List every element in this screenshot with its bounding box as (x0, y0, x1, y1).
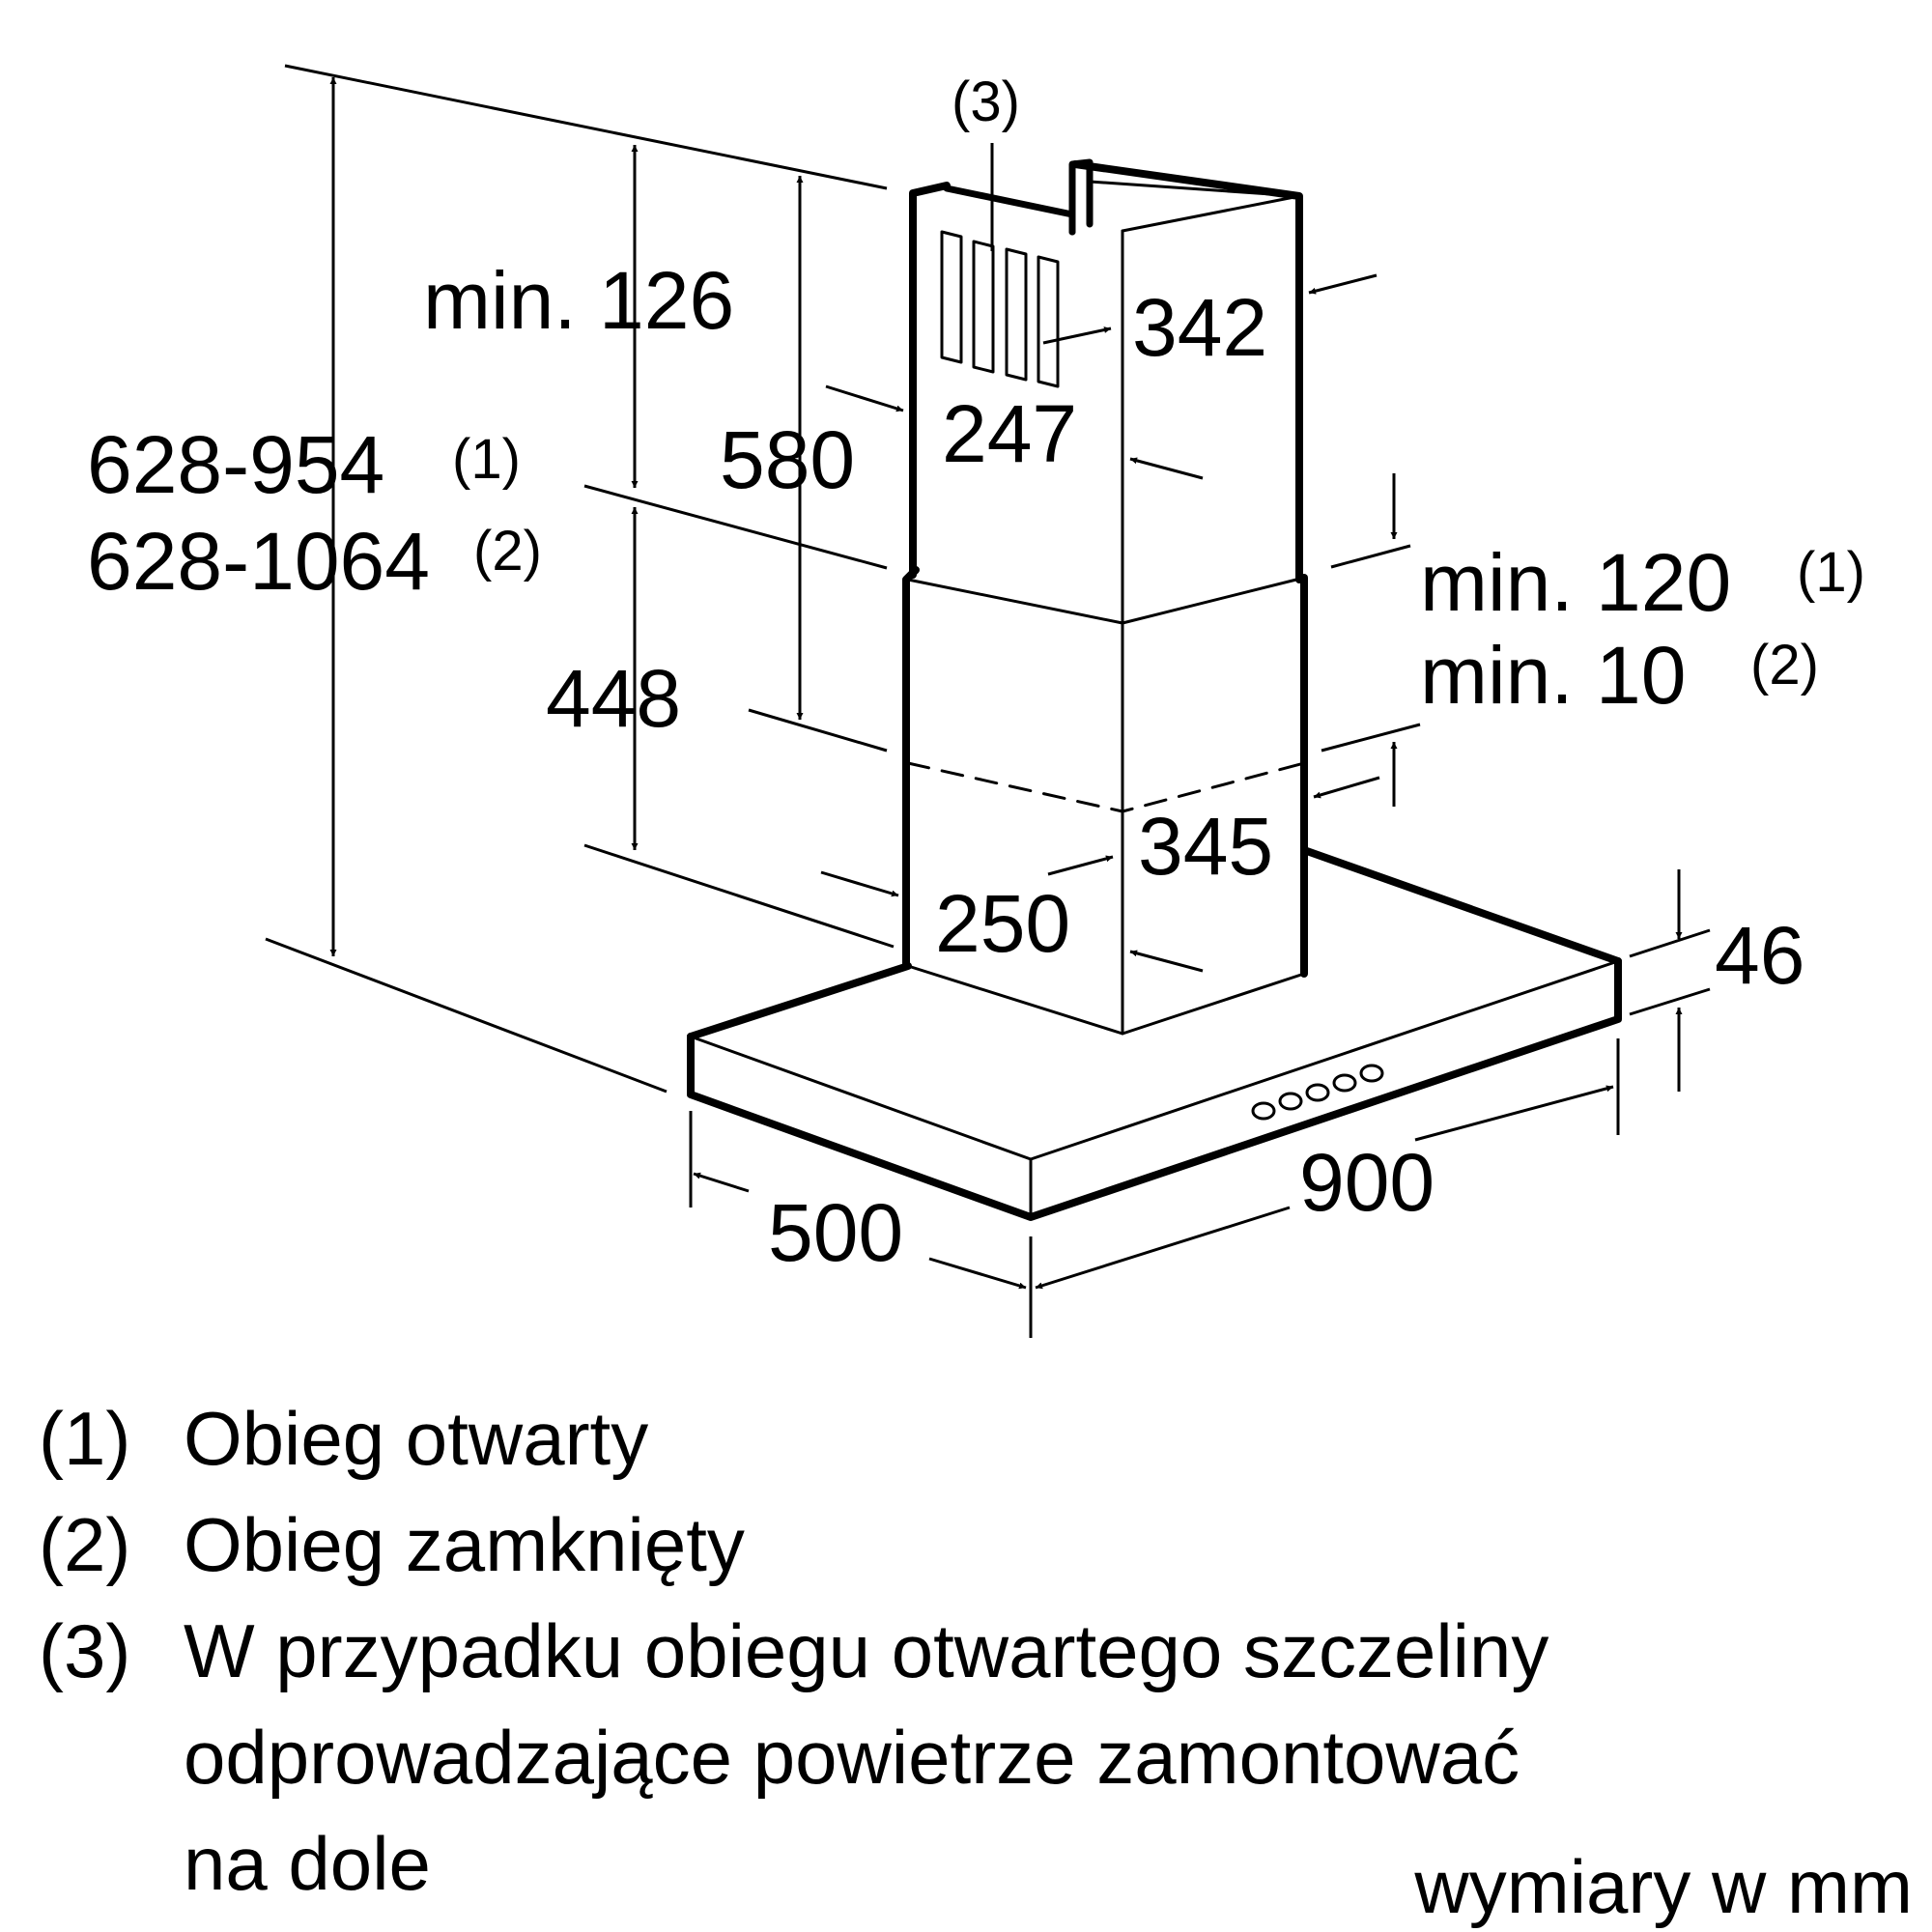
overlap-2-note: (2) (1750, 634, 1819, 696)
overlap-2-label: min. 10 (1420, 630, 1686, 721)
control-buttons (1251, 1064, 1384, 1121)
upper-width-label: 342 (1132, 282, 1267, 373)
slots-note-label: (3) (952, 71, 1020, 133)
lower-chimney (902, 566, 1308, 1036)
lower-depth-label: 250 (935, 878, 1070, 969)
legend-number: (3) (39, 1608, 131, 1693)
legend-number: (2) (39, 1502, 131, 1587)
hood-body (687, 158, 1622, 1221)
chimney-length-label: 580 (720, 414, 855, 505)
lower-width-label: 345 (1138, 801, 1273, 892)
canopy-height-label: 46 (1715, 910, 1804, 1001)
vent-slots (940, 230, 1060, 388)
legend-number: (1) (39, 1396, 131, 1481)
canopy-depth-label: 500 (768, 1187, 903, 1278)
units-label: wymiary w mm (1414, 1844, 1913, 1929)
legend-text: W przypadku obiegu otwartego szczeliny (184, 1608, 1549, 1693)
legend-item-1: (1)Obieg otwarty (39, 1401, 648, 1476)
total-height-1-label: 628-954 (87, 419, 384, 510)
canopy (687, 846, 1622, 1221)
canopy-width-label: 900 (1299, 1137, 1435, 1228)
legend-item-3-continued: odprowadzające powietrze zamontować (39, 1719, 1520, 1795)
legend-item-2: (2)Obieg zamknięty (39, 1507, 745, 1582)
upper-chimney (909, 158, 1303, 625)
legend-text: Obieg otwarty (184, 1396, 649, 1481)
lower-chimney-label: 448 (546, 653, 681, 744)
legend-text: odprowadzające powietrze zamontować (184, 1715, 1520, 1800)
upper-depth-label: 247 (942, 388, 1077, 479)
total-height-1-note: (1) (452, 428, 521, 491)
upper-min-label: min. 126 (423, 255, 734, 346)
total-height-2-label: 628-1064 (87, 516, 430, 607)
dimension-labels: (3) min. 126 628-954 (1) 628-1064 (2) 58… (87, 71, 1865, 1278)
overlap-1-note: (1) (1797, 541, 1865, 604)
total-height-2-note: (2) (473, 520, 542, 582)
legend-item-3-continued-2: na dole (39, 1826, 431, 1901)
legend-text: Obieg zamknięty (184, 1502, 745, 1587)
legend-text: na dole (184, 1821, 431, 1906)
dimension-lines (265, 64, 1711, 1338)
legend-item-3: (3)W przypadku obiegu otwartego szczelin… (39, 1613, 1548, 1689)
overlap-1-label: min. 120 (1420, 537, 1731, 628)
